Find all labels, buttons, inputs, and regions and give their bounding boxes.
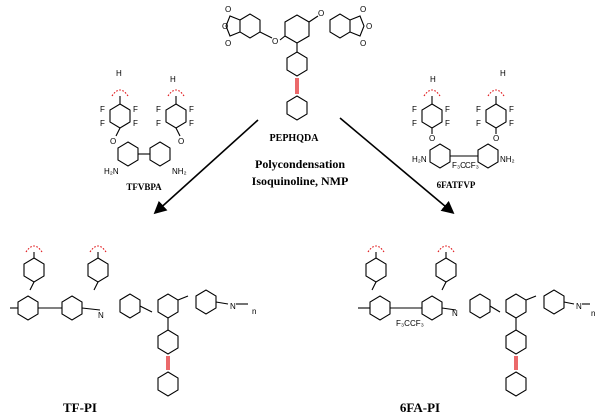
atom-h: H	[500, 69, 506, 78]
atom-f: F	[189, 105, 194, 114]
atom-n: N	[230, 302, 236, 311]
label-pephqda: PEPHQDA	[270, 133, 320, 144]
atom-n: N	[576, 302, 582, 311]
atom-f: F	[100, 119, 105, 128]
repeat-n: n	[252, 307, 256, 316]
atom-f: F	[189, 119, 194, 128]
condition-solvent: Isoquinoline, NMP	[252, 174, 349, 188]
atom-amine: NH₂	[172, 167, 187, 176]
atom-o: O	[360, 39, 366, 48]
atom-f: F	[133, 105, 138, 114]
pephqda-structure: O O O O O O O O	[222, 5, 372, 121]
label-tf-pi: TF-PI	[63, 400, 97, 415]
atom-f: F	[445, 105, 450, 114]
atom-cf3: F₃C	[452, 161, 466, 170]
atom-amine: NH₂	[500, 155, 515, 164]
atom-f: F	[133, 119, 138, 128]
atom-o: O	[318, 9, 324, 18]
atom-f: F	[412, 119, 417, 128]
atom-f: F	[156, 105, 161, 114]
atom-f: F	[412, 105, 417, 114]
atom-cf3: F₃C	[396, 319, 410, 328]
atom-cf3: CF₃	[465, 161, 479, 170]
atom-o: O	[366, 22, 372, 31]
atom-f: F	[476, 119, 481, 128]
atom-f: F	[445, 119, 450, 128]
tf-pi-structure: N	[10, 245, 248, 397]
atom-f: F	[100, 105, 105, 114]
repeat-n: n	[591, 309, 595, 318]
condition-polycondensation: Polycondensation	[255, 157, 345, 171]
atom-h: H	[430, 75, 436, 84]
atom-amine: H₂N	[104, 167, 119, 176]
atom-o: O	[222, 22, 228, 31]
atom-o: O	[225, 39, 231, 48]
atom-f: F	[476, 105, 481, 114]
atom-f: F	[509, 105, 514, 114]
tfvbpa-structure: H H F F F F F F F F O O H₂N NH₂	[100, 69, 194, 176]
atom-n: N	[452, 309, 458, 318]
atom-h: H	[170, 75, 176, 84]
atom-o: O	[110, 137, 116, 146]
atom-o: O	[493, 134, 499, 143]
atom-o: O	[429, 134, 435, 143]
6fatfvp-structure: H H F F F F F F F F O O F₃C CF₃ H₂N NH₂	[412, 69, 515, 170]
atom-f: F	[509, 119, 514, 128]
atom-o: O	[178, 137, 184, 146]
atom-h: H	[116, 69, 122, 78]
6fa-pi-structure	[358, 245, 590, 397]
atom-cf3: CF₃	[410, 319, 424, 328]
label-6fa-pi: 6FA-PI	[400, 400, 440, 415]
atom-n: N	[98, 311, 104, 320]
atom-amine: H₂N	[412, 155, 427, 164]
label-tfvbpa: TFVBPA	[126, 182, 162, 192]
atom-f: F	[156, 119, 161, 128]
atom-o: O	[272, 37, 278, 46]
label-6fatfvp: 6FATFVP	[437, 180, 476, 190]
atom-o: O	[360, 5, 366, 14]
arrow-to-tf-pi	[153, 119, 259, 215]
arrow-to-6fa-pi	[339, 117, 455, 215]
atom-o: O	[225, 5, 231, 14]
